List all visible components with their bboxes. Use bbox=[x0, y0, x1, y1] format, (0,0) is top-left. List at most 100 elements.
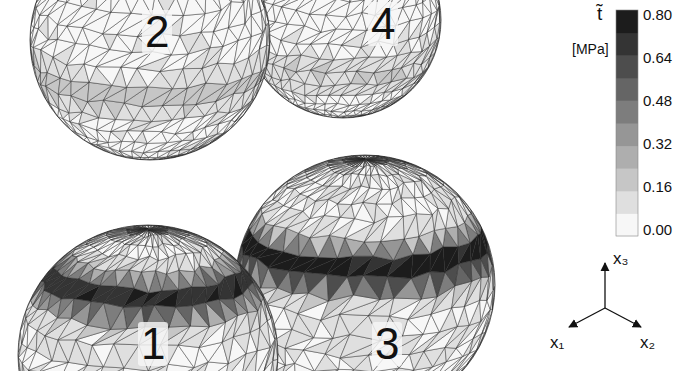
mesh-triangle bbox=[119, 141, 134, 151]
mesh-triangle bbox=[45, 336, 58, 361]
mesh-triangle bbox=[314, 104, 326, 110]
mesh-triangle bbox=[268, 226, 286, 248]
mesh-triangle bbox=[96, 50, 132, 67]
mesh-triangle bbox=[183, 68, 202, 88]
colorbar-step bbox=[616, 78, 638, 101]
mesh-triangle bbox=[341, 95, 356, 105]
mesh-triangle bbox=[401, 198, 416, 214]
mesh-triangle bbox=[415, 181, 424, 197]
mesh-triangle bbox=[350, 0, 364, 2]
quantity-symbol: t̃ bbox=[597, 4, 602, 23]
mesh-triangle bbox=[191, 287, 206, 306]
mesh-triangle bbox=[178, 345, 199, 367]
axis-arrow bbox=[605, 308, 641, 327]
mesh-triangle bbox=[365, 156, 375, 160]
mesh-triangle bbox=[104, 303, 124, 330]
mesh-triangle bbox=[228, 2, 243, 28]
mesh-triangle bbox=[365, 156, 375, 159]
mesh-triangle bbox=[87, 301, 103, 325]
mesh-triangle bbox=[92, 329, 127, 346]
colorbar-step bbox=[616, 213, 638, 236]
mesh-triangle bbox=[357, 71, 374, 84]
mesh-triangle bbox=[38, 15, 48, 28]
mesh-triangle bbox=[365, 159, 389, 161]
mesh-triangle bbox=[416, 2, 423, 17]
mesh-triangle bbox=[186, 253, 195, 272]
mesh-triangle bbox=[415, 0, 423, 5]
mesh-triangle bbox=[478, 233, 481, 258]
mesh-triangle bbox=[364, 242, 380, 257]
mesh-triangle bbox=[434, 228, 445, 246]
mesh-triangle bbox=[365, 157, 378, 160]
mesh-triangle bbox=[337, 0, 350, 2]
mesh-triangle bbox=[33, 47, 40, 72]
mesh-triangle bbox=[127, 228, 148, 229]
mesh-triangle bbox=[304, 272, 327, 293]
sphere-base bbox=[245, 0, 441, 118]
mesh-triangle bbox=[381, 216, 404, 241]
colorbar-step bbox=[616, 146, 638, 169]
mesh-triangle bbox=[345, 71, 357, 83]
mesh-triangle bbox=[126, 245, 137, 257]
mesh-triangle bbox=[354, 110, 362, 114]
mesh-triangle bbox=[148, 229, 168, 234]
mesh-triangle bbox=[387, 276, 411, 298]
mesh-triangle bbox=[248, 0, 253, 15]
mesh-triangle bbox=[148, 229, 168, 234]
mesh-triangle bbox=[153, 235, 159, 247]
mesh-triangle bbox=[435, 0, 439, 1]
axis-label: x₂ bbox=[640, 334, 655, 351]
mesh-triangle bbox=[296, 44, 310, 55]
mesh-triangle bbox=[376, 189, 390, 204]
colorbar-step bbox=[616, 100, 638, 123]
mesh-triangle bbox=[309, 14, 325, 32]
mesh-triangle bbox=[180, 14, 205, 36]
mesh-triangle bbox=[366, 175, 371, 188]
mesh-triangle bbox=[148, 229, 168, 232]
sphere-number: 2 bbox=[142, 10, 172, 54]
sphere-number: 4 bbox=[368, 2, 398, 46]
mesh-triangle bbox=[79, 0, 97, 6]
mesh-triangle bbox=[403, 0, 417, 7]
mesh-triangle bbox=[371, 166, 375, 175]
mesh-triangle bbox=[145, 246, 152, 256]
mesh-triangle bbox=[356, 84, 378, 95]
mesh-triangle bbox=[151, 235, 153, 247]
mesh-triangle bbox=[148, 227, 157, 230]
mesh-triangle bbox=[111, 131, 127, 142]
mesh-triangle bbox=[111, 0, 123, 12]
mesh-triangle bbox=[363, 159, 365, 167]
mesh-triangle bbox=[192, 287, 206, 306]
axis-arrow bbox=[604, 263, 605, 308]
mesh-triangle bbox=[219, 299, 238, 316]
mesh-triangle bbox=[329, 173, 344, 186]
mesh-triangle bbox=[130, 236, 143, 245]
mesh-triangle bbox=[87, 100, 103, 118]
mesh-triangle bbox=[434, 0, 439, 5]
mesh-triangle bbox=[254, 0, 261, 11]
mesh-triangle bbox=[248, 311, 258, 332]
mesh-triangle bbox=[160, 54, 188, 72]
mesh-triangle bbox=[429, 0, 437, 11]
colorbar-tick: 0.32 bbox=[643, 136, 672, 151]
mesh-triangle bbox=[376, 204, 392, 217]
mesh-triangle bbox=[345, 0, 358, 2]
mesh-triangle bbox=[216, 0, 231, 2]
axis-triad bbox=[569, 263, 641, 327]
mesh-triangle bbox=[357, 57, 387, 73]
mesh-triangle bbox=[192, 302, 209, 326]
mesh-triangle bbox=[96, 67, 121, 86]
sphere-outline bbox=[245, 0, 441, 118]
mesh-triangle bbox=[346, 157, 365, 159]
mesh-triangle bbox=[142, 106, 163, 122]
mesh-triangle bbox=[445, 347, 456, 361]
mesh-triangle bbox=[403, 214, 416, 239]
mesh-triangle bbox=[355, 159, 365, 166]
mesh-triangle bbox=[359, 174, 366, 186]
mesh-triangle bbox=[430, 272, 445, 297]
mesh-triangle bbox=[384, 161, 408, 169]
mesh-triangle bbox=[350, 173, 359, 189]
mesh-triangle bbox=[229, 93, 244, 113]
mesh-triangle bbox=[148, 229, 168, 232]
